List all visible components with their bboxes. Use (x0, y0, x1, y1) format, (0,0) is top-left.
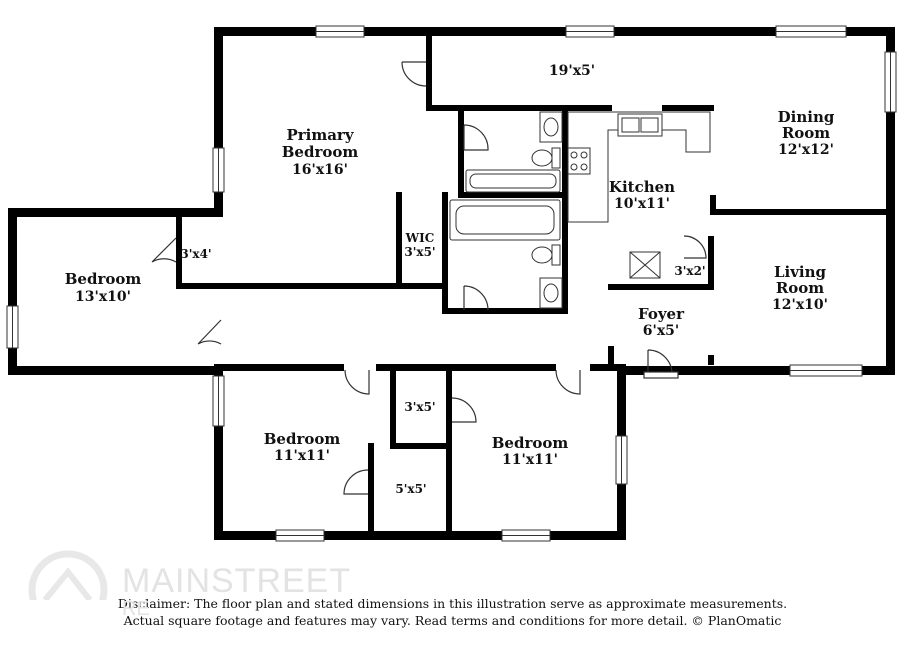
primary-bedroom-dims: 16'x16' (292, 162, 348, 178)
kitchen-label: Kitchen (609, 178, 675, 196)
watermark-text: MAINSTREET (122, 562, 351, 600)
disclaimer-line-2: Actual square footage and features may v… (123, 613, 782, 628)
porch-dims: 19'x5' (549, 63, 595, 79)
bedroom-se-label: Bedroom (492, 434, 569, 452)
foyer-dims: 6'x5' (643, 323, 679, 339)
bedroom-west-label: Bedroom (65, 270, 142, 288)
floor-plan: MAINSTREET (6, 25, 897, 600)
bedroom-sw-label: Bedroom (264, 430, 341, 448)
living-room-dims: 12'x10' (772, 297, 828, 313)
closet-west-dims: 3'x4' (180, 247, 211, 261)
primary-bedroom-label: Primary (286, 126, 354, 144)
room-labels: Primary Bedroom 16'x16' Bedroom 13'x10' … (65, 63, 835, 496)
bedroom-west-dims: 13'x10' (75, 289, 131, 305)
stove-icon (567, 147, 591, 175)
kitchen-dims: 10'x11' (614, 196, 670, 212)
disclaimer-line-1: Disclaimer: The floor plan and stated di… (117, 596, 788, 611)
foyer-label: Foyer (638, 305, 685, 323)
closet-mid-lower-dims: 5'x5' (395, 482, 426, 496)
primary-bedroom-label-2: Bedroom (282, 143, 359, 161)
fixtures (449, 111, 711, 309)
bedroom-sw-dims: 11'x11' (274, 448, 330, 464)
walls (8, 27, 895, 540)
dining-room-dims: 12'x12' (778, 142, 834, 158)
closet-foyer-dims: 3'x2' (674, 264, 705, 278)
closet-mid-upper-dims: 3'x5' (404, 400, 435, 414)
toilet-icon (531, 149, 553, 167)
dining-room-label-2: Room (782, 124, 830, 142)
wic-label: WIC (405, 231, 435, 245)
dining-room-label: Dining (778, 108, 835, 126)
toilet-icon (531, 246, 553, 264)
watermark-text-2: RE (122, 598, 150, 620)
windows (6, 25, 897, 542)
bedroom-se-dims: 11'x11' (502, 452, 558, 468)
watermark-logo-icon (28, 550, 108, 600)
wic-dims: 3'x5' (404, 245, 435, 259)
doors (151, 61, 707, 495)
living-room-label: Living (774, 263, 827, 281)
living-room-label-2: Room (776, 279, 824, 297)
